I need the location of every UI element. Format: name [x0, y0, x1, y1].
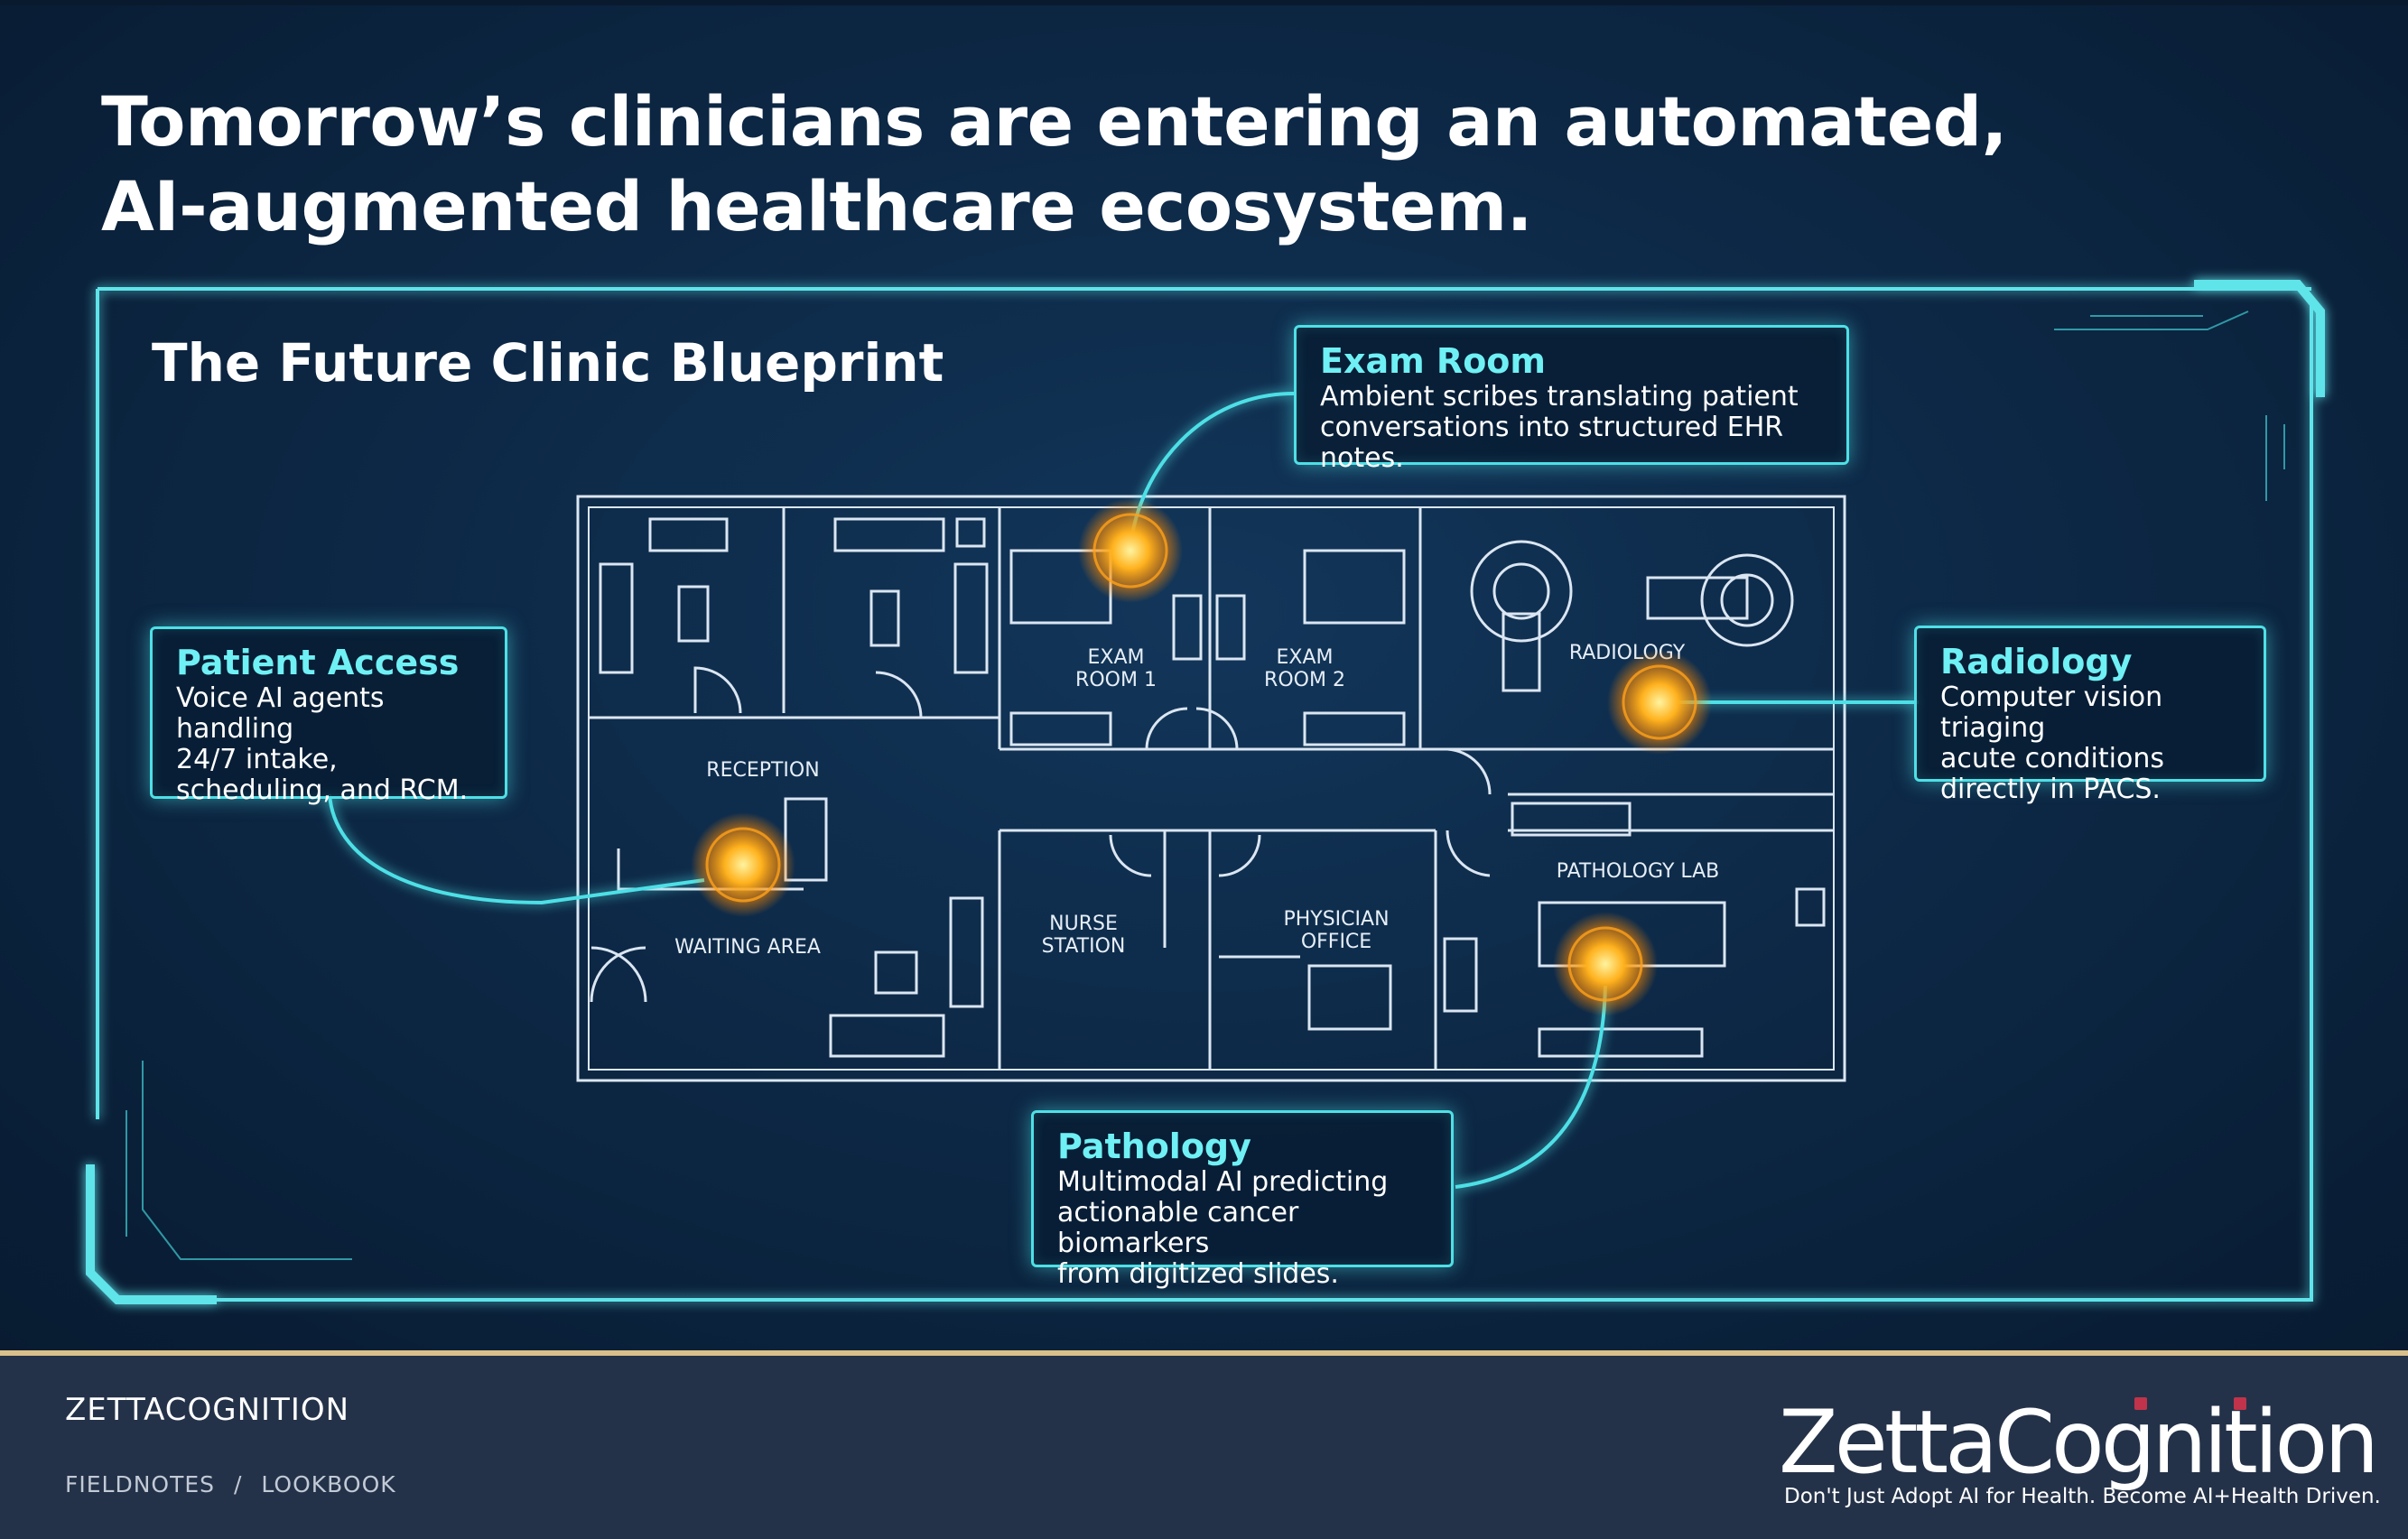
footer-bar: ZETTACOGNITION FIELDNOTES / LOOKBOOK Zet…: [0, 1350, 2408, 1539]
callout-exam-room: Exam Room Ambient scribes translating pa…: [1294, 325, 1849, 474]
label-exam-room-1-line-1: EXAM: [1087, 646, 1144, 669]
hotspot-patient-access: [691, 812, 795, 917]
hotspot-radiology: [1607, 650, 1712, 755]
label-physician-office-line-2: OFFICE: [1301, 931, 1371, 953]
headline-line-1: Tomorrow’s clinicians are entering an au…: [101, 81, 2008, 162]
logo-wordmark: ZettaCognition: [1779, 1392, 2379, 1493]
headline-line-2: AI-augmented healthcare ecosystem.: [101, 166, 1533, 246]
footer-brand: ZETTACOGNITION: [65, 1392, 350, 1428]
label-waiting-area: WAITING AREA: [674, 936, 821, 959]
label-exam-room-2-line-2: ROOM 2: [1264, 669, 1345, 691]
label-physician-office-line-1: PHYSICIAN: [1283, 908, 1389, 931]
headline: Tomorrow’s clinicians are entering an au…: [101, 79, 2008, 249]
blueprint-title: The Future Clinic Blueprint: [152, 332, 944, 394]
logo-dot-2: [2234, 1397, 2246, 1410]
callout-exam-room-title: Exam Room: [1320, 341, 1547, 381]
label-exam-room-1-line-2: ROOM 1: [1075, 669, 1157, 691]
floor-plan: [576, 495, 1846, 1082]
zettacognition-logo: ZettaCognition: [1779, 1392, 2379, 1493]
circuit-traces: [126, 311, 2285, 1260]
callout-radiology: Radiology Computer vision triaging acute…: [1914, 626, 2266, 805]
hotspot-pathology: [1553, 912, 1658, 1016]
label-exam-room-2-line-1: EXAM: [1276, 646, 1333, 669]
breadcrumb-fieldnotes-link[interactable]: FIELDNOTES: [65, 1471, 216, 1497]
label-reception: RECEPTION: [706, 759, 819, 782]
label-pathology-lab: PATHOLOGY LAB: [1557, 860, 1720, 883]
label-nurse-station-line-1: NURSE: [1049, 913, 1118, 935]
room-labels: EXAM ROOM 1 EXAM ROOM 2 RADIOLOGY RECEPT…: [674, 642, 1719, 959]
callout-exam-room-text: Ambient scribes translating patient conv…: [1320, 381, 1799, 474]
logo-dot-1: [2134, 1397, 2147, 1410]
hotspot-exam-room: [1078, 498, 1183, 603]
breadcrumb-lookbook-link[interactable]: LOOKBOOK: [261, 1471, 396, 1497]
callout-patient-access-title: Patient Access: [176, 643, 460, 682]
callout-pathology: Pathology Multimodal AI predicting actio…: [1031, 1110, 1454, 1290]
callout-pathology-title: Pathology: [1057, 1126, 1251, 1166]
callout-pathology-text: Multimodal AI predicting actionable canc…: [1057, 1166, 1389, 1290]
callout-patient-access-text: Voice AI agents handling 24/7 intake, sc…: [176, 682, 469, 806]
breadcrumb-separator: /: [234, 1471, 243, 1497]
label-nurse-station-line-2: STATION: [1042, 935, 1126, 958]
footer-tagline: Don't Just Adopt AI for Health. Become A…: [1784, 1485, 2381, 1508]
callout-radiology-text: Computer vision triaging acute condition…: [1940, 681, 2164, 805]
callout-patient-access: Patient Access Voice AI agents handling …: [150, 626, 507, 806]
blueprint-frame: [86, 280, 2325, 1304]
callout-radiology-title: Radiology: [1940, 642, 2133, 681]
breadcrumb: FIELDNOTES / LOOKBOOK: [65, 1471, 396, 1497]
